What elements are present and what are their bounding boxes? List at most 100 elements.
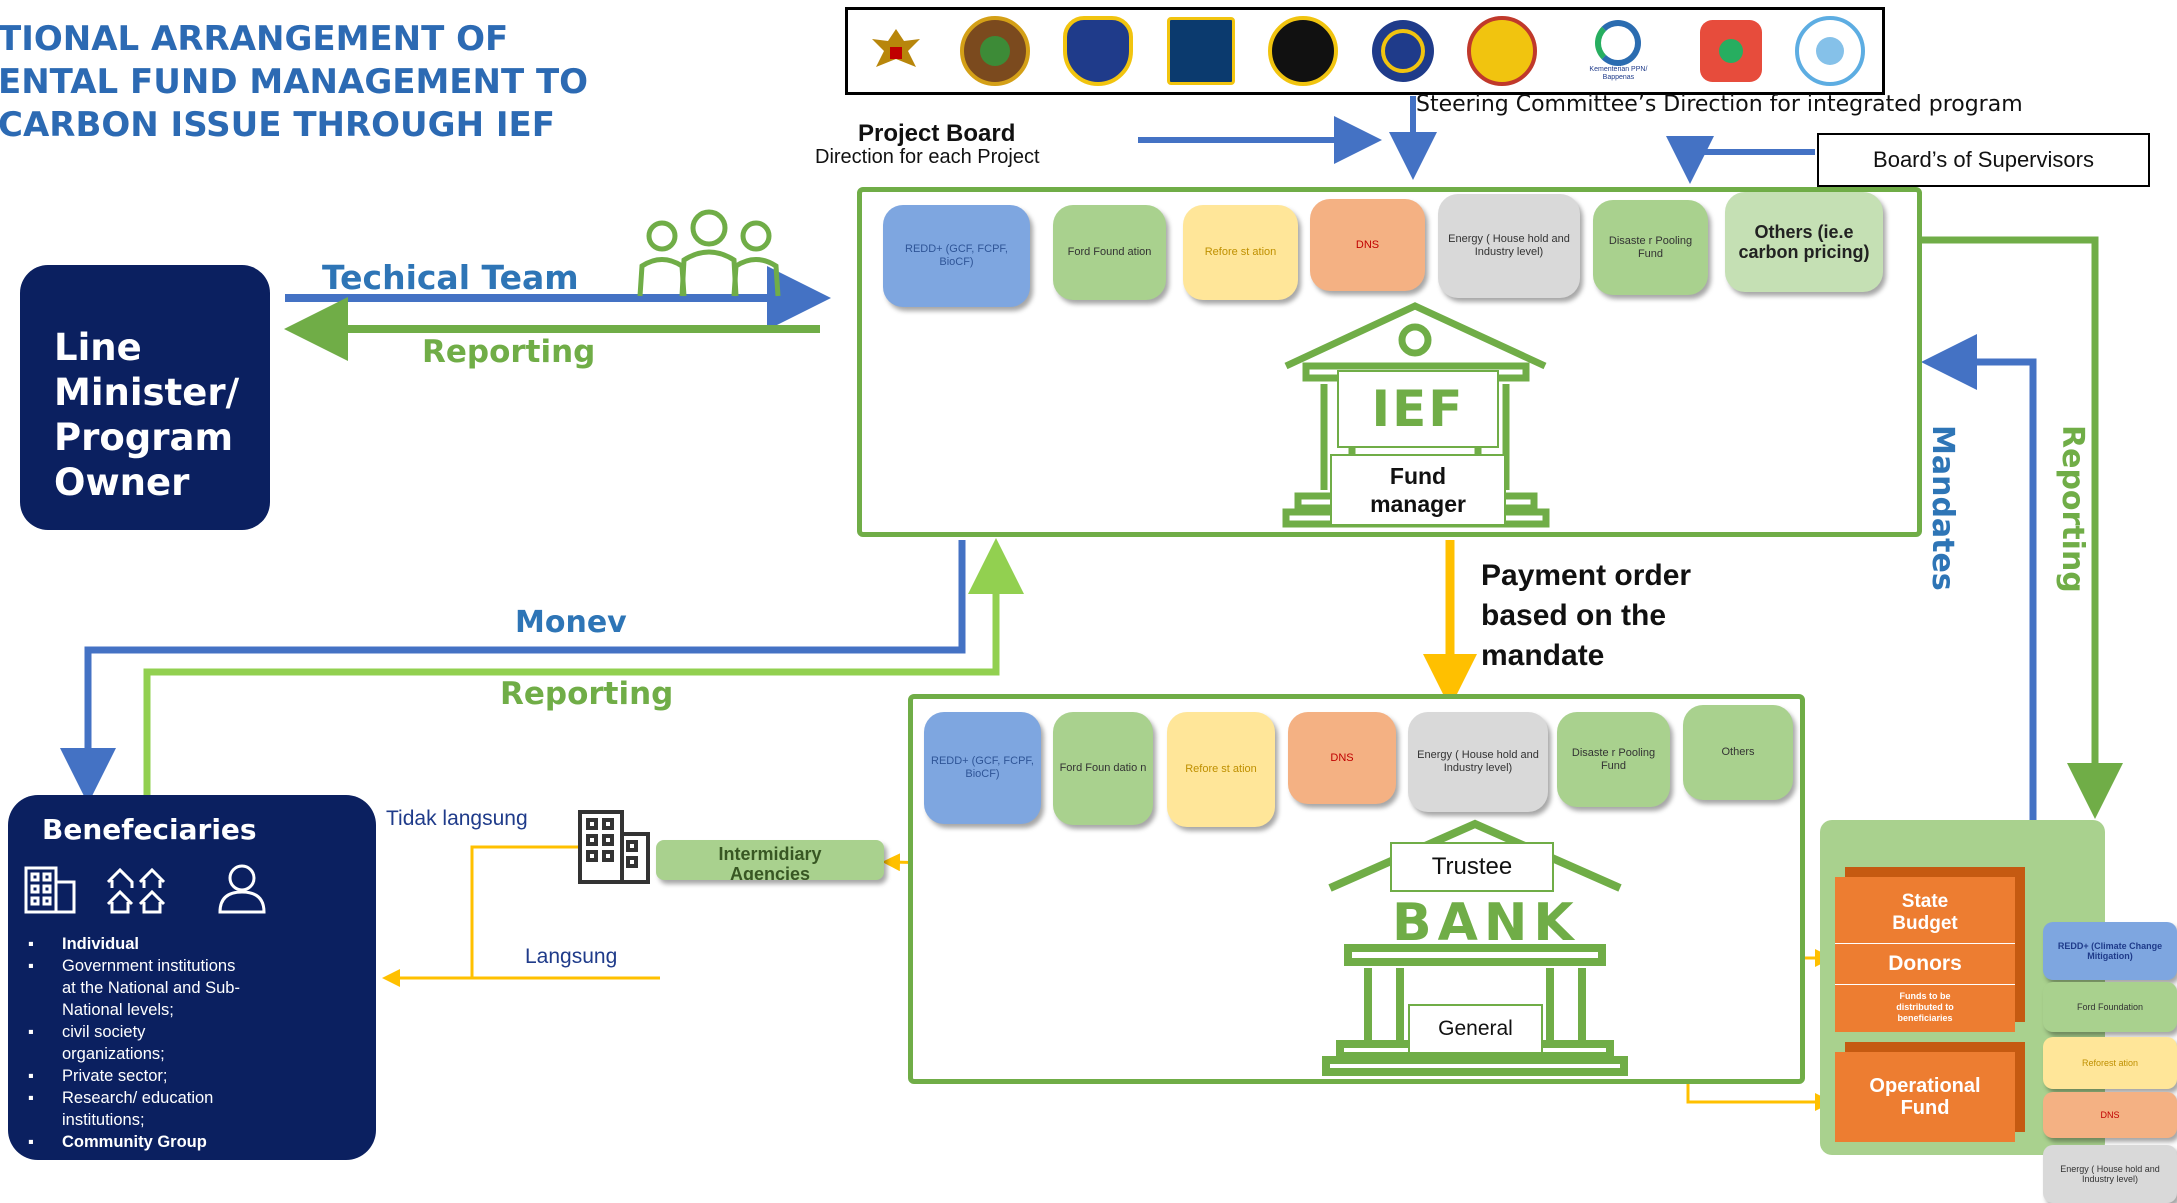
- marine-logo-icon: [1795, 16, 1866, 86]
- project-board-title: Project Board: [858, 120, 1016, 147]
- beneficiary-item: institutions;: [62, 1111, 145, 1129]
- reporting-top-label: Reporting: [422, 334, 596, 370]
- ief-window-0: REDD+ (GCF, FCPF, BioCF): [883, 205, 1030, 307]
- fund-manager-line: Fund: [1389, 463, 1447, 489]
- side-window-3: DNS: [2043, 1092, 2177, 1138]
- bank-text: BANK: [1392, 893, 1580, 953]
- bank-window-label: Ford Foun datio n: [1059, 762, 1147, 774]
- beneficiary-item: Research/ education: [28, 1087, 240, 1109]
- ief-window-1: Ford Found ation: [1053, 205, 1166, 300]
- technical-team-label: Techical Team: [322, 258, 579, 297]
- side-window-0: REDD+ (Climate Change Mitigation): [2043, 922, 2177, 980]
- bappenas-logo-icon: Kementerian PPN/ Bappenas: [1570, 20, 1666, 82]
- funds-note: Funds to be distributed to beneficiaries: [1835, 985, 2015, 1024]
- beneficiary-item: organizations;: [62, 1045, 165, 1063]
- side-window-label: Reforest ation: [2081, 1058, 2139, 1068]
- garuda-emblem-icon: [865, 20, 927, 82]
- ief-window-label: Refore st ation: [1204, 246, 1277, 258]
- person-icon: [218, 864, 266, 914]
- state-budget-block: State Budget Donors Funds to be distribu…: [1835, 877, 2015, 1032]
- state-budget-line: State: [1901, 891, 1949, 912]
- tidak-langsung-label: Tidak langsung: [386, 807, 528, 830]
- industry-logo-icon: [1699, 20, 1762, 82]
- bank-window-6: Others: [1683, 705, 1793, 800]
- board-of-supervisors-box: Board’s of Supervisors: [1817, 133, 2150, 187]
- side-window-label: REDD+ (Climate Change Mitigation): [2057, 941, 2163, 961]
- side-window-4: Energy ( House hold and Industry level): [2043, 1145, 2177, 1203]
- reporting-mid-label: Reporting: [500, 676, 674, 712]
- steering-committee-label: Steering Committee’s Direction for integ…: [1416, 92, 2023, 117]
- project-board-subtitle: Direction for each Project: [815, 146, 1040, 168]
- team-people-icon: [637, 209, 781, 297]
- reporting-right-label: Reporting: [2055, 425, 2090, 593]
- bank-window-4: Energy ( House hold and Industry level): [1408, 712, 1548, 812]
- title-line: TIONAL ARRANGEMENT OF: [0, 19, 509, 59]
- side-window-label: Energy ( House hold and Industry level): [2060, 1164, 2160, 1184]
- beneficiary-item: Private sector;: [28, 1065, 240, 1087]
- bank-window-1: Ford Foun datio n: [1053, 712, 1153, 825]
- ief-window-label: Others (ie.e carbon pricing): [1738, 222, 1870, 262]
- ief-window-3: DNS: [1310, 199, 1425, 291]
- funds-note-line: distributed to: [1896, 1002, 1954, 1012]
- title-line: ENTAL FUND MANAGEMENT TO: [0, 62, 589, 102]
- building-icon: [24, 866, 76, 914]
- trustee-label: Trustee: [1431, 853, 1513, 880]
- public-works-logo-icon: [1268, 16, 1339, 86]
- intermediary-agencies-label: Intermidiary Agencies: [718, 844, 822, 880]
- intermediary-agencies-box: Intermidiary Agencies: [656, 840, 884, 880]
- line-minister-box: Line Minister/ Program Owner: [20, 265, 270, 530]
- bank-window-label: DNS: [1330, 751, 1354, 764]
- ief-sign-text: IEF: [1371, 380, 1465, 438]
- ief-window-label: REDD+ (GCF, FCPF, BioCF): [905, 243, 1008, 268]
- mandates-label: Mandates: [1925, 425, 1960, 591]
- state-budget-label: State Budget: [1835, 877, 2015, 935]
- operational-fund-block: Operational Fund: [1835, 1052, 2015, 1142]
- operational-fund-line: Operational: [1869, 1075, 1981, 1097]
- diagram-title: TIONAL ARRANGEMENT OF ENTAL FUND MANAGEM…: [0, 18, 588, 147]
- title-line: CARBON ISSUE THROUGH IEF: [0, 105, 555, 145]
- side-window-label: Ford Foundation: [2076, 1002, 2144, 1012]
- bank-window-0: REDD+ (GCF, FCPF, BioCF): [924, 712, 1041, 824]
- side-window-2: Reforest ation: [2043, 1037, 2177, 1089]
- ief-sign: IEF: [1337, 370, 1499, 448]
- forestry-ministry-logo-icon: [960, 16, 1031, 86]
- general-box: General: [1408, 1004, 1543, 1054]
- ief-window-6: Others (ie.e carbon pricing): [1725, 192, 1883, 292]
- ief-window-label: DNS: [1355, 238, 1380, 251]
- bank-window-label: Others: [1721, 746, 1755, 758]
- bank-building-icon: [1322, 819, 1628, 1076]
- bappenas-caption: Kementerian PPN/ Bappenas: [1589, 66, 1648, 81]
- fund-manager-line: manager: [1370, 491, 1466, 517]
- beneficiary-item: Community Group: [28, 1131, 240, 1153]
- bank-window-5: Disaste r Pooling Fund: [1557, 712, 1670, 807]
- ief-window-label: Disaste r Pooling Fund: [1608, 234, 1693, 260]
- beneficiary-item: Individual: [28, 933, 240, 955]
- beneficiaries-box: Benefeciaries IndividualGovernment insti…: [8, 795, 376, 1160]
- supervisors-arrow: [1666, 136, 1815, 184]
- board-of-supervisors-label: Board’s of Supervisors: [1873, 147, 2094, 172]
- mandates-arrow: [1921, 334, 2037, 830]
- side-window-label: DNS: [2100, 1110, 2120, 1120]
- ief-window-label: Energy ( House hold and Industry level): [1448, 233, 1570, 258]
- ministry-logos-strip: Kementerian PPN/ Bappenas: [845, 7, 1885, 95]
- bank-window-label: REDD+ (GCF, FCPF, BioCF): [931, 755, 1034, 780]
- office-building-icon: [578, 810, 650, 884]
- line-minister-line: Program: [54, 416, 234, 459]
- reporting-right-arrow: [1918, 236, 2123, 819]
- bank-window-2: Refore st ation: [1167, 712, 1275, 827]
- transportation-logo-icon: [1371, 20, 1434, 82]
- funds-note-line: beneficiaries: [1897, 1013, 1953, 1023]
- monev-arrow: [60, 540, 966, 804]
- beneficiary-item: at the National and Sub-: [62, 979, 240, 997]
- agriculture-logo-icon: [1467, 16, 1538, 86]
- tidak-langsung-line: [470, 845, 578, 978]
- finance-ministry-logo-icon: [1063, 16, 1134, 86]
- trustee-box: Trustee: [1390, 842, 1554, 892]
- payment-order-line: based on the: [1481, 599, 1667, 632]
- side-window-1: Ford Foundation: [2043, 982, 2177, 1032]
- reporting-mid-arrow: [143, 538, 1024, 795]
- bank-window-label: Energy ( House hold and Industry level): [1417, 749, 1539, 774]
- bank-window-3: DNS: [1288, 712, 1396, 804]
